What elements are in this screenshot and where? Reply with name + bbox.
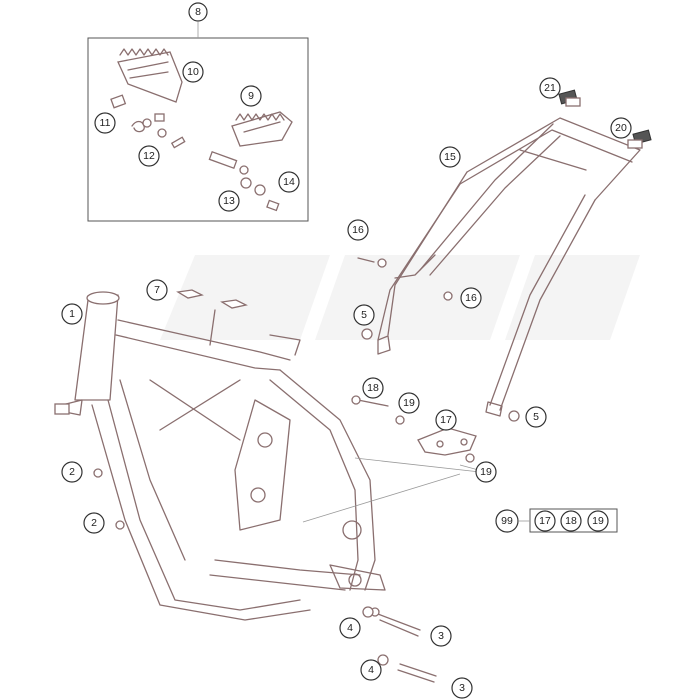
svg-text:19: 19 xyxy=(480,466,492,478)
callout-11: 11 xyxy=(94,112,116,134)
svg-text:15: 15 xyxy=(444,151,456,163)
callout-10: 10 xyxy=(182,61,204,83)
svg-text:17: 17 xyxy=(440,414,452,426)
svg-text:21: 21 xyxy=(544,82,556,94)
callout-18: 18 xyxy=(362,377,384,399)
callout-5-right: 5 xyxy=(525,406,547,428)
callout-4-lower: 4 xyxy=(360,659,382,681)
callout-3-lower: 3 xyxy=(451,677,473,699)
subframe-bolts xyxy=(357,257,520,422)
footrest-left xyxy=(117,48,183,103)
svg-text:19: 19 xyxy=(403,397,415,409)
svg-text:5: 5 xyxy=(533,411,539,423)
subframe-caps xyxy=(558,89,652,149)
callout-12: 12 xyxy=(138,145,160,167)
callout-14: 14 xyxy=(278,171,300,193)
svg-text:2: 2 xyxy=(69,466,75,478)
svg-text:3: 3 xyxy=(459,682,465,694)
svg-text:5: 5 xyxy=(361,309,367,321)
svg-text:16: 16 xyxy=(465,292,477,304)
callout-13: 13 xyxy=(218,190,240,212)
svg-text:7: 7 xyxy=(154,284,160,296)
svg-text:10: 10 xyxy=(187,66,199,78)
svg-text:1: 1 xyxy=(69,308,75,320)
engine-bolts xyxy=(362,606,437,683)
callout-20: 20 xyxy=(610,117,632,139)
callout-16-top: 16 xyxy=(347,219,369,241)
callout-19-lower: 19 xyxy=(475,461,497,483)
callout-5-left: 5 xyxy=(353,304,375,326)
callout-4-upper: 4 xyxy=(339,617,361,639)
frame-protector-parts xyxy=(176,289,248,309)
watermark-logo xyxy=(160,255,640,340)
svg-text:4: 4 xyxy=(347,622,353,634)
callout-8: 8 xyxy=(188,2,208,22)
callout-2-lower: 2 xyxy=(83,512,105,534)
callout-kit-19: 19 xyxy=(587,510,609,532)
svg-text:19: 19 xyxy=(592,515,604,527)
svg-text:17: 17 xyxy=(539,515,551,527)
callout-7: 7 xyxy=(146,279,168,301)
callout-9: 9 xyxy=(240,85,262,107)
callout-kit-18: 18 xyxy=(560,510,582,532)
footrest-hardware xyxy=(110,94,280,212)
footrest-right xyxy=(231,111,293,147)
footrest-detail-box xyxy=(87,22,309,222)
callout-kit-17: 17 xyxy=(534,510,556,532)
svg-text:9: 9 xyxy=(248,90,254,102)
svg-text:4: 4 xyxy=(368,664,374,676)
svg-text:20: 20 xyxy=(615,122,627,134)
callout-16-mid: 16 xyxy=(460,287,482,309)
svg-text:3: 3 xyxy=(438,630,444,642)
svg-text:12: 12 xyxy=(143,150,155,162)
svg-text:18: 18 xyxy=(565,515,577,527)
callout-17: 17 xyxy=(435,409,457,431)
callout-15: 15 xyxy=(439,146,461,168)
svg-text:99: 99 xyxy=(501,515,513,527)
callout-21: 21 xyxy=(539,77,561,99)
callout-99: 99 xyxy=(495,509,519,533)
svg-text:13: 13 xyxy=(223,195,235,207)
bracket-parts xyxy=(351,395,477,463)
kit-group xyxy=(519,508,618,533)
svg-text:2: 2 xyxy=(91,517,97,529)
subframe xyxy=(377,117,641,417)
svg-text:16: 16 xyxy=(352,224,364,236)
main-frame xyxy=(54,291,386,621)
callout-2-upper: 2 xyxy=(61,461,83,483)
svg-text:8: 8 xyxy=(195,6,201,18)
svg-text:14: 14 xyxy=(283,176,295,188)
callout-1: 1 xyxy=(61,303,83,325)
svg-text:18: 18 xyxy=(367,382,379,394)
leader-lines xyxy=(302,457,487,523)
callout-19-upper: 19 xyxy=(398,392,420,414)
svg-text:11: 11 xyxy=(100,117,111,129)
callout-3-upper: 3 xyxy=(430,625,452,647)
